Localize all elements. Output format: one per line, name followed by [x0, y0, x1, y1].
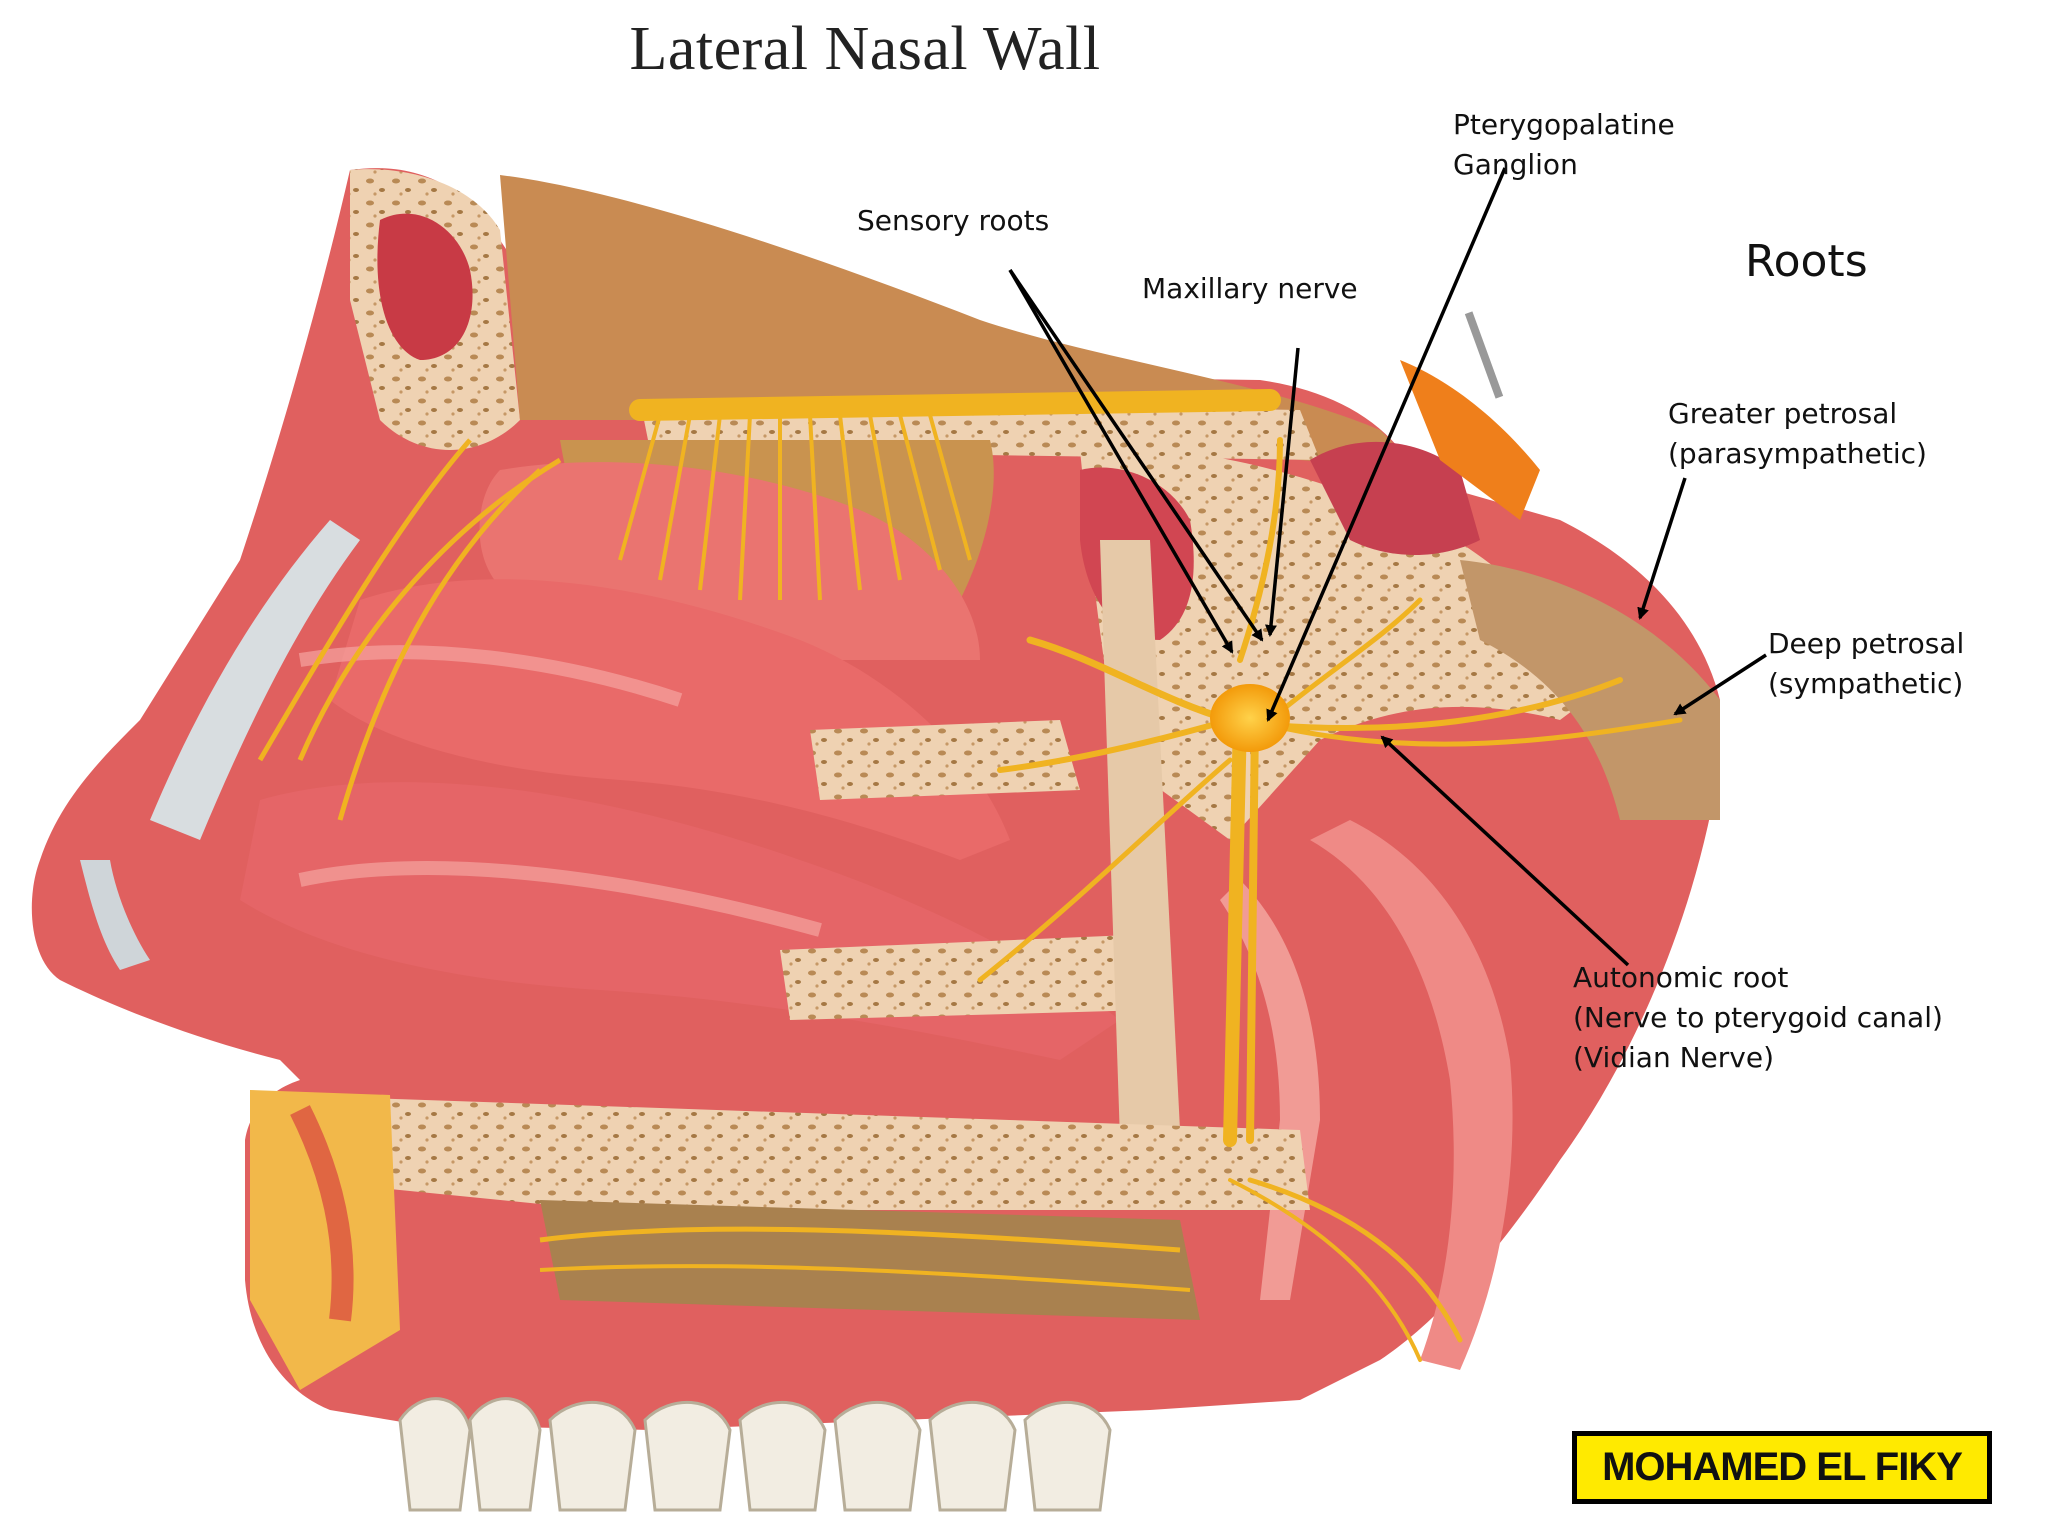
label-greater-petrosal: Greater petrosal (parasympathetic)	[1668, 397, 1927, 470]
pterygopalatine-ganglion-mark	[1210, 684, 1290, 752]
roots-heading: Roots	[1745, 236, 1868, 287]
label-sensory-roots: Sensory roots	[857, 204, 1050, 237]
arrow-greater-petrosal	[1637, 477, 1687, 620]
arrow-maxillary-nerve	[1264, 347, 1300, 637]
pointer-arrows	[1008, 167, 1767, 967]
arrow-pterygopalatine-ganglion	[1266, 167, 1507, 722]
hard-palate	[280, 1095, 1310, 1210]
arrow-autonomic-root	[1380, 735, 1630, 967]
label-pterygopalatine-ganglion: Pterygopalatine Ganglion	[1453, 108, 1675, 181]
arrow-deep-petrosal	[1673, 653, 1767, 716]
label-autonomic-root: Autonomic root (Nerve to pterygoid canal…	[1573, 961, 1943, 1074]
nasopharynx	[1310, 820, 1513, 1370]
label-maxillary-nerve: Maxillary nerve	[1142, 272, 1358, 305]
nerve-branches	[977, 437, 1683, 1362]
label-deep-petrosal: Deep petrosal (sympathetic)	[1768, 627, 1965, 700]
arrow-sensory-roots-2	[1008, 269, 1264, 642]
upper-lip	[250, 1090, 400, 1390]
olfactory-nerves	[618, 389, 1281, 601]
superior-turbinate	[479, 462, 980, 660]
teeth	[398, 1397, 1112, 1512]
arrow-sensory-roots-1	[1008, 269, 1234, 654]
author-watermark: MOHAMED EL FIKY	[1572, 1431, 1992, 1504]
diagram-title: Lateral Nasal Wall	[629, 15, 1101, 83]
sphenoid-bone	[1080, 448, 1600, 840]
